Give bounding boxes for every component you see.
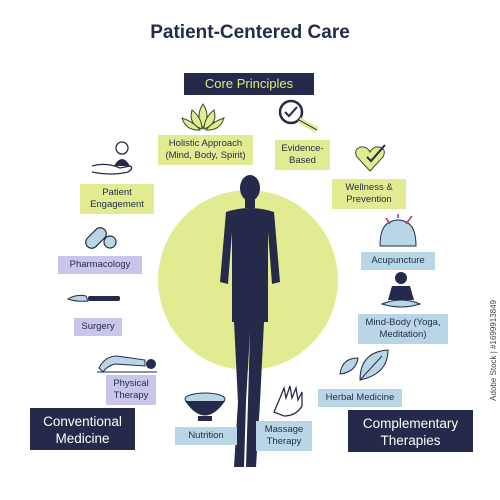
- heart-check-icon: [355, 144, 386, 172]
- evidence-based-label: Evidence-Based: [275, 140, 330, 170]
- acupuncture-label: Acupuncture: [361, 252, 435, 270]
- magnifier-check-icon: [278, 99, 319, 133]
- human-silhouette-icon: [220, 175, 280, 467]
- holistic-approach-label: Holistic Approach (Mind, Body, Spirit): [158, 135, 253, 165]
- massage-hand-icon: [273, 385, 303, 417]
- massage-therapy-label: Massage Therapy: [256, 421, 312, 451]
- pills-icon: [85, 227, 117, 249]
- bowl-icon: [184, 392, 226, 421]
- surgery-label: Surgery: [74, 318, 122, 336]
- mind-body-label: Mind-Body (Yoga, Meditation): [358, 314, 448, 344]
- conventional-medicine-heading: Conventional Medicine: [30, 408, 135, 450]
- acupuncture-back-icon: [379, 214, 417, 247]
- stretching-person-icon: [97, 355, 157, 373]
- pharmacology-label: Pharmacology: [58, 256, 142, 274]
- leaves-icon: [339, 349, 389, 381]
- hand-doctor-icon: [91, 141, 133, 175]
- core-principles-banner: Core Principles: [184, 73, 314, 95]
- lotus-icon: [181, 103, 225, 131]
- physical-therapy-label: Physical Therapy: [106, 375, 156, 405]
- scalpel-icon: [66, 294, 120, 302]
- complementary-therapies-heading: Complementary Therapies: [348, 410, 473, 452]
- herbal-medicine-label: Herbal Medicine: [318, 389, 402, 407]
- meditation-icon: [380, 272, 422, 308]
- stock-watermark: Adobe Stock | #1699913849: [489, 300, 498, 401]
- wellness-prevention-label: Wellness & Prevention: [332, 179, 406, 209]
- nutrition-label: Nutrition: [175, 427, 237, 445]
- page-title: Patient-Centered Care: [150, 22, 350, 43]
- patient-engagement-label: Patient Engagement: [80, 184, 154, 214]
